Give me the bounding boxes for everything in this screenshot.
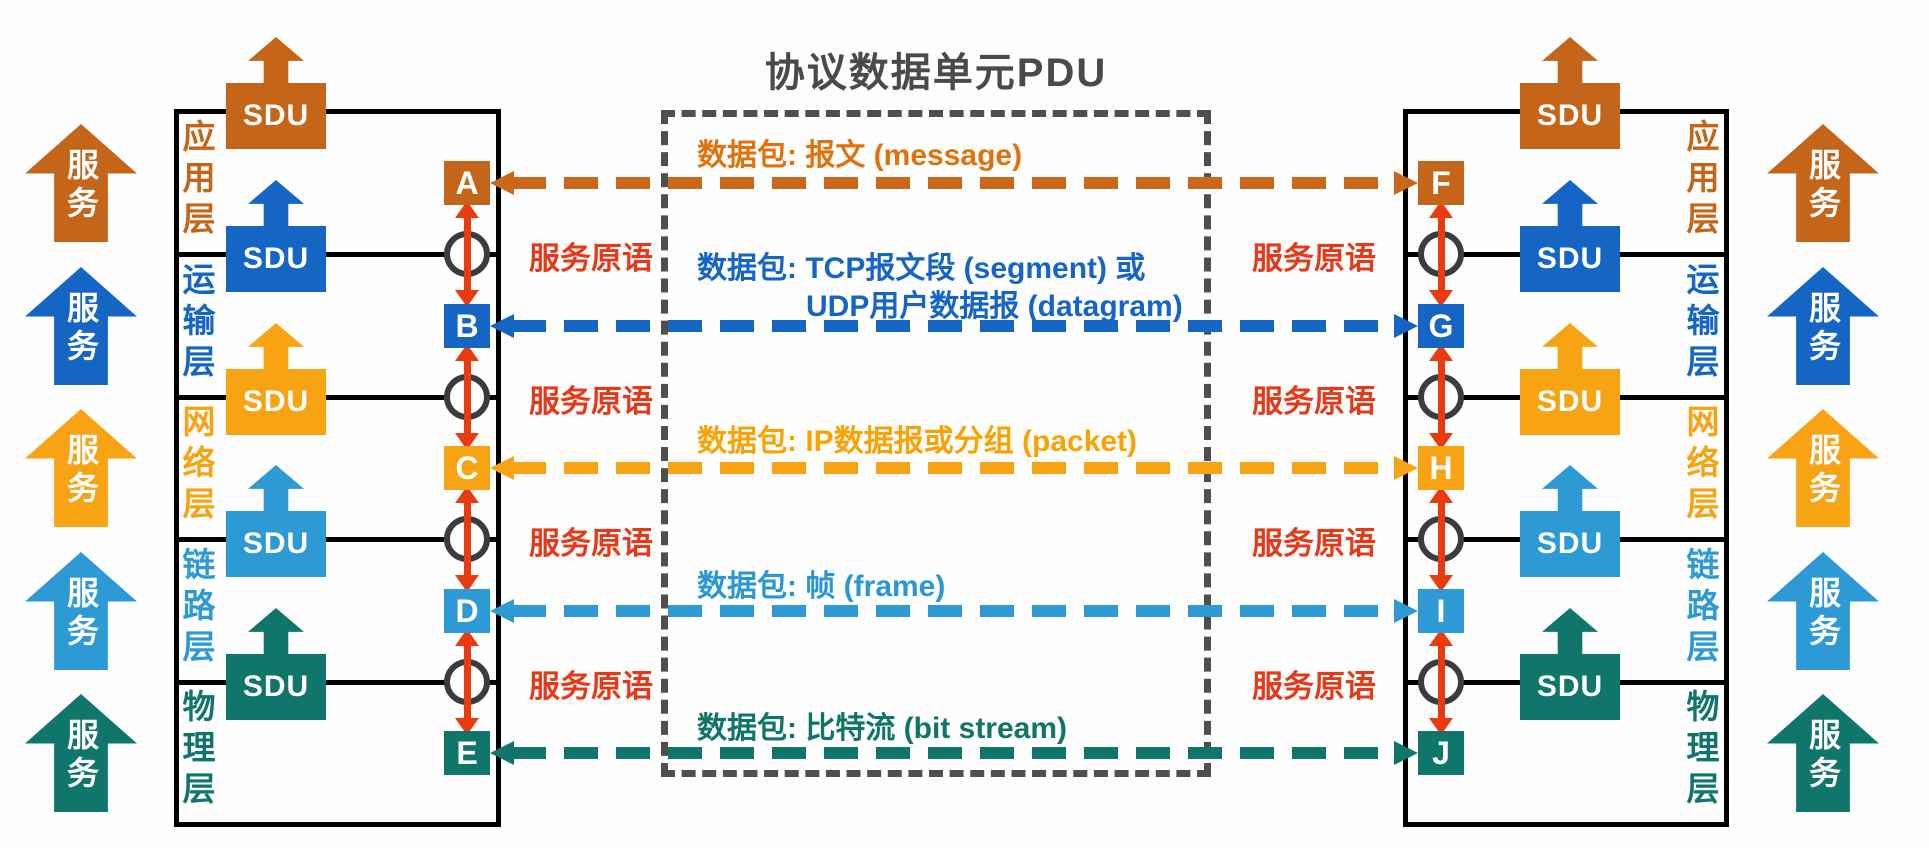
service-arrow-network: 服务 [1767, 409, 1879, 527]
service-primitive-label: 服务原语 [1252, 241, 1376, 276]
service-primitive-label: 服务原语 [529, 526, 653, 561]
left-sdu-network: SDU [226, 323, 326, 435]
up-arrow-icon [1542, 608, 1598, 654]
service-arrow-physical: 服务 [25, 694, 137, 812]
arrowhead-left-icon [490, 599, 514, 623]
left-sdu-transport: SDU [226, 180, 326, 292]
up-arrow-icon [1542, 180, 1598, 226]
sdu-label: SDU [226, 369, 326, 435]
sdu-label: SDU [1520, 511, 1620, 577]
arrowhead-left-icon [490, 741, 514, 765]
right-application-layer-label: 应用层 [1682, 119, 1719, 242]
right-sdu-physical: SDU [1520, 608, 1620, 720]
pdu-line-segment [512, 320, 1396, 332]
sap-letter-j: J [1418, 731, 1464, 775]
pdu-line-frame [512, 605, 1396, 617]
double-arrow-icon [1429, 486, 1453, 592]
up-arrow-icon [248, 180, 304, 226]
sap-letter-i: I [1418, 589, 1464, 633]
arrowhead-left-icon [490, 314, 514, 338]
right-network-layer-label: 网络层 [1682, 404, 1719, 527]
service-primitive-label: 服务原语 [1252, 384, 1376, 419]
service-arrow-application: 服务 [1767, 124, 1879, 242]
service-primitive-label: 服务原语 [529, 241, 653, 276]
sdu-label: SDU [226, 654, 326, 720]
sap-letter-e: E [444, 731, 490, 775]
left-sdu-application: SDU [226, 37, 326, 149]
service-arrow-network: 服务 [25, 409, 137, 527]
sap-letter-b: B [444, 304, 490, 348]
sdu-label: SDU [226, 511, 326, 577]
sdu-label: SDU [1520, 369, 1620, 435]
arrowhead-right-icon [1394, 171, 1418, 195]
up-arrow-icon [1542, 37, 1598, 83]
pdu-text-segment-line2: UDP用户数据报 (datagram) [806, 290, 1183, 323]
right-sdu-application: SDU [1520, 37, 1620, 149]
pdu-line-message [512, 177, 1396, 189]
arrowhead-left-icon [490, 171, 514, 195]
sdu-label: SDU [226, 226, 326, 292]
pdu-text-bitstream: 数据包: 比特流 (bit stream) [697, 712, 1068, 745]
double-arrow-icon [455, 486, 479, 592]
arrowhead-right-icon [1394, 599, 1418, 623]
right-physical-layer-label: 物理层 [1682, 689, 1719, 812]
right-transport-layer-label: 运输层 [1682, 262, 1719, 385]
right-sdu-network: SDU [1520, 323, 1620, 435]
left-network-layer-label: 网络层 [178, 404, 215, 527]
double-arrow-icon [455, 344, 479, 450]
up-arrow-icon [1542, 323, 1598, 369]
pdu-text-message: 数据包: 报文 (message) [697, 139, 1023, 172]
sap-letter-g: G [1418, 304, 1464, 348]
sdu-label: SDU [226, 83, 326, 149]
double-arrow-icon [455, 201, 479, 307]
service-arrow-application: 服务 [25, 124, 137, 242]
left-application-layer-label: 应用层 [178, 119, 215, 242]
left-physical-layer-label: 物理层 [178, 689, 215, 812]
arrowhead-right-icon [1394, 456, 1418, 480]
up-arrow-icon [1542, 465, 1598, 511]
double-arrow-icon [1429, 344, 1453, 450]
left-sdu-physical: SDU [226, 608, 326, 720]
right-sdu-transport: SDU [1520, 180, 1620, 292]
double-arrow-icon [1429, 629, 1453, 735]
up-arrow-icon [248, 37, 304, 83]
pdu-text-segment-line1: 数据包: TCP报文段 (segment) 或 [697, 252, 1146, 285]
service-arrow-link: 服务 [1767, 552, 1879, 670]
left-transport-layer-label: 运输层 [178, 262, 215, 385]
pdu-line-packet [512, 462, 1396, 474]
service-primitive-label: 服务原语 [1252, 526, 1376, 561]
sap-letter-a: A [444, 161, 490, 205]
pdu-text-frame: 数据包: 帧 (frame) [697, 570, 946, 603]
sdu-label: SDU [1520, 226, 1620, 292]
service-arrow-physical: 服务 [1767, 694, 1879, 812]
sap-letter-c: C [444, 446, 490, 490]
service-primitive-label: 服务原语 [529, 669, 653, 704]
double-arrow-icon [455, 629, 479, 735]
left-link-layer-label: 链路层 [178, 547, 215, 670]
right-link-layer-label: 链路层 [1682, 547, 1719, 670]
page-title: 协议数据单元PDU [764, 51, 1108, 95]
sap-letter-d: D [444, 589, 490, 633]
service-primitive-label: 服务原语 [529, 384, 653, 419]
arrowhead-right-icon [1394, 741, 1418, 765]
arrowhead-left-icon [490, 456, 514, 480]
up-arrow-icon [248, 465, 304, 511]
double-arrow-icon [1429, 201, 1453, 307]
service-primitive-label: 服务原语 [1252, 669, 1376, 704]
up-arrow-icon [248, 608, 304, 654]
pdu-dashed-box [661, 110, 1211, 777]
service-arrow-link: 服务 [25, 552, 137, 670]
service-arrow-transport: 服务 [25, 267, 137, 385]
sdu-label: SDU [1520, 654, 1620, 720]
sdu-label: SDU [1520, 83, 1620, 149]
up-arrow-icon [248, 323, 304, 369]
right-sdu-link: SDU [1520, 465, 1620, 577]
pdu-text-packet: 数据包: IP数据报或分组 (packet) [697, 425, 1138, 458]
pdu-line-bitstream [512, 747, 1396, 759]
sap-letter-f: F [1418, 161, 1464, 205]
arrowhead-right-icon [1394, 314, 1418, 338]
sap-letter-h: H [1418, 446, 1464, 490]
service-arrow-transport: 服务 [1767, 267, 1879, 385]
left-sdu-link: SDU [226, 465, 326, 577]
